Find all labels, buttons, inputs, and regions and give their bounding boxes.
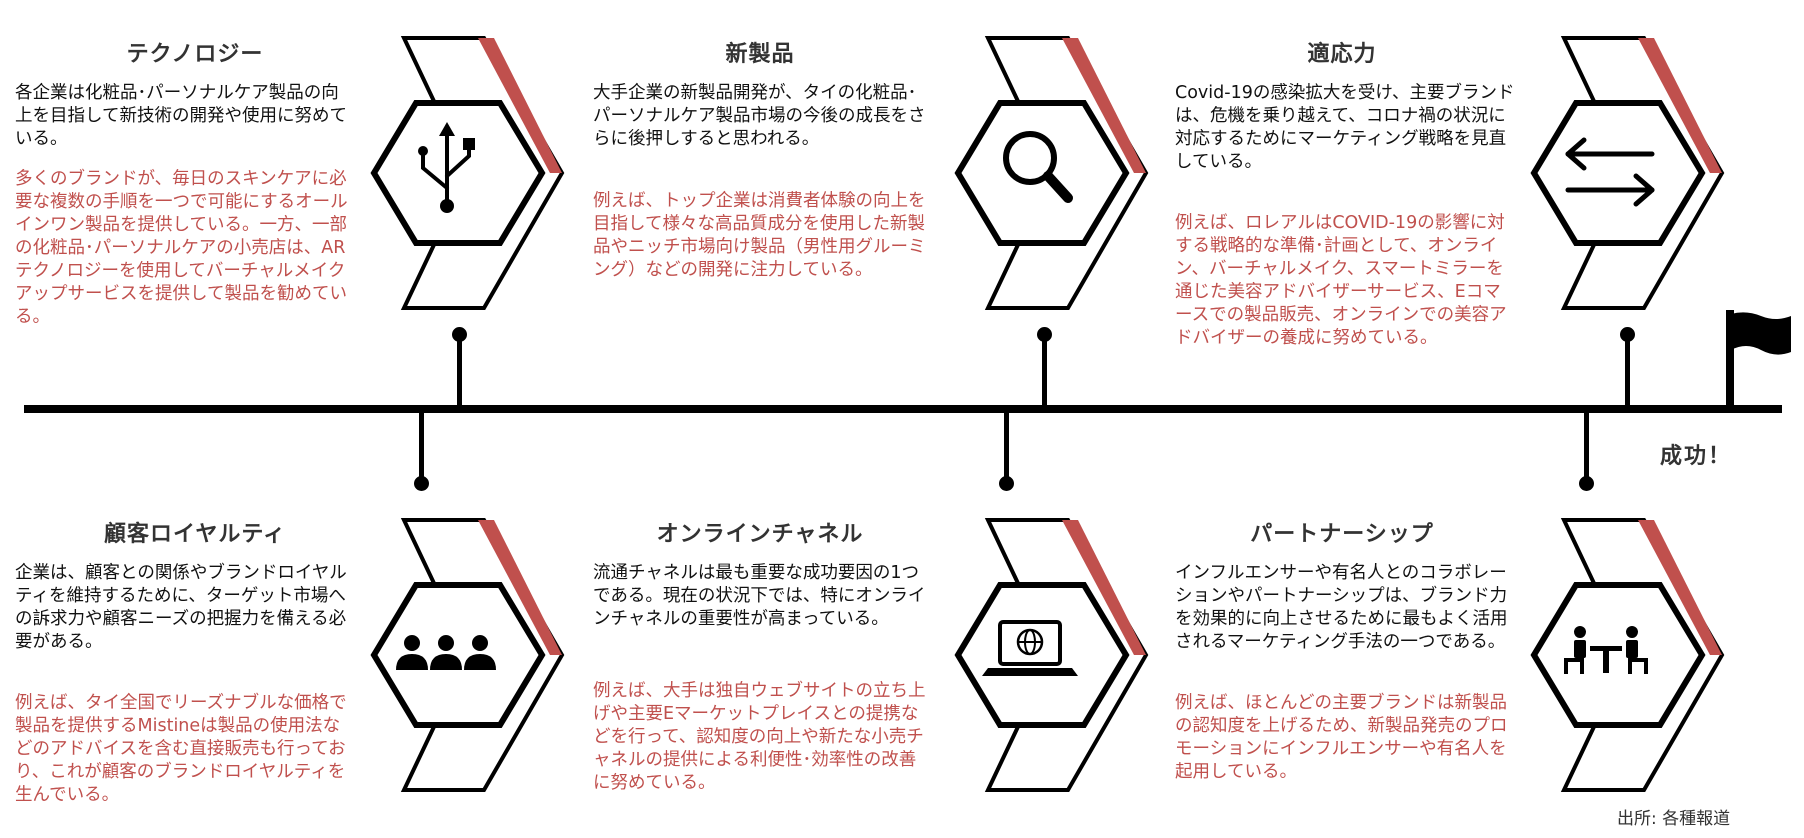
timeline-dot xyxy=(1037,327,1052,342)
hexagon-badge xyxy=(1528,518,1728,792)
timeline-connector xyxy=(1584,410,1589,484)
card-example: 例えば、ほとんどの主要ブランドは新製品の認知度を上げるため、新製品発売のプロモー… xyxy=(1175,693,1508,782)
hexagon-frame xyxy=(954,36,1149,310)
hexagon-frame xyxy=(1530,518,1725,792)
source-note: 出所: 各種報道 xyxy=(1617,809,1731,829)
card-title: パートナーシップ xyxy=(1250,522,1434,547)
success-label: 成功！ xyxy=(1660,444,1733,469)
card-example: 多くのブランドが、毎日のスキンケアに必要な複数の手順を一つで可能にするオールイン… xyxy=(15,169,348,327)
timeline-dot xyxy=(452,327,467,342)
card-title: 適応力 xyxy=(1307,42,1377,67)
hexagon-frame xyxy=(1530,36,1725,310)
timeline-dot xyxy=(999,476,1014,491)
timeline-line xyxy=(24,405,1782,413)
usb-icon xyxy=(418,122,475,213)
hexagon-badge xyxy=(952,518,1152,792)
card-example: 例えば、タイ全国でリーズナブルな価格で製品を提供するMistineは製品の使用法… xyxy=(15,693,347,805)
timeline-dot xyxy=(1579,476,1594,491)
card-body: 企業は、顧客との関係やブランドロイヤルティを維持するために、ターゲット市場への訴… xyxy=(15,563,347,652)
timeline-connector xyxy=(1625,336,1630,408)
card-example: 例えば、大手は独自ウェブサイトの立ち上げや主要Eマーケットプレイスとの提携などを… xyxy=(593,681,926,793)
card-example: 例えば、ロレアルはCOVID-19の影響に対する戦略的な準備･計画として、オンラ… xyxy=(1175,213,1507,348)
timeline-connector xyxy=(1004,410,1009,484)
magnifier-icon xyxy=(1003,131,1073,203)
card-example: 例えば、トップ企業は消費者体験の向上を目指して様々な高品質成分を使用した新製品や… xyxy=(593,191,926,280)
flag-pole xyxy=(1726,310,1734,408)
people-group-icon xyxy=(396,635,496,670)
card-body: Covid-19の感染拡大を受け、主要ブランドは、危機を乗り越えて、コロナ禍の状… xyxy=(1175,83,1515,172)
hexagon-badge xyxy=(368,518,568,792)
timeline-dot xyxy=(1620,327,1635,342)
meeting-table-icon xyxy=(1564,626,1648,674)
card-body: 流通チャネルは最も重要な成功要因の1つである。現在の状況下では、特にオンラインチ… xyxy=(593,563,926,629)
card-title: テクノロジー xyxy=(126,42,264,67)
card-body: インフルエンサーや有名人とのコラボレーションやパートナーシップは、ブランド力を効… xyxy=(1175,563,1508,652)
hexagon-frame xyxy=(954,518,1149,792)
flag-icon xyxy=(1731,312,1791,355)
hexagon-badge xyxy=(1528,36,1728,310)
timeline-connector xyxy=(419,410,424,484)
card-title: 顧客ロイヤルティ xyxy=(103,522,287,547)
hexagon-frame xyxy=(370,36,565,310)
card-title: 新製品 xyxy=(725,42,795,67)
timeline-connector xyxy=(1042,336,1047,408)
laptop-globe-icon xyxy=(982,620,1078,676)
card-body: 大手企業の新製品開発が、タイの化粧品･パーソナルケア製品市場の今後の成長をさらに… xyxy=(593,83,926,149)
card-title: オンラインチャネル xyxy=(656,522,864,547)
card-body: 各企業は化粧品･パーソナルケア製品の向上を目指して新技術の開発や使用に努めている… xyxy=(15,83,347,149)
hexagon-badge xyxy=(952,36,1152,310)
timeline-dot xyxy=(414,476,429,491)
exchange-arrows-icon xyxy=(1565,137,1655,207)
hexagon-badge xyxy=(368,36,568,310)
timeline-connector xyxy=(457,336,462,408)
